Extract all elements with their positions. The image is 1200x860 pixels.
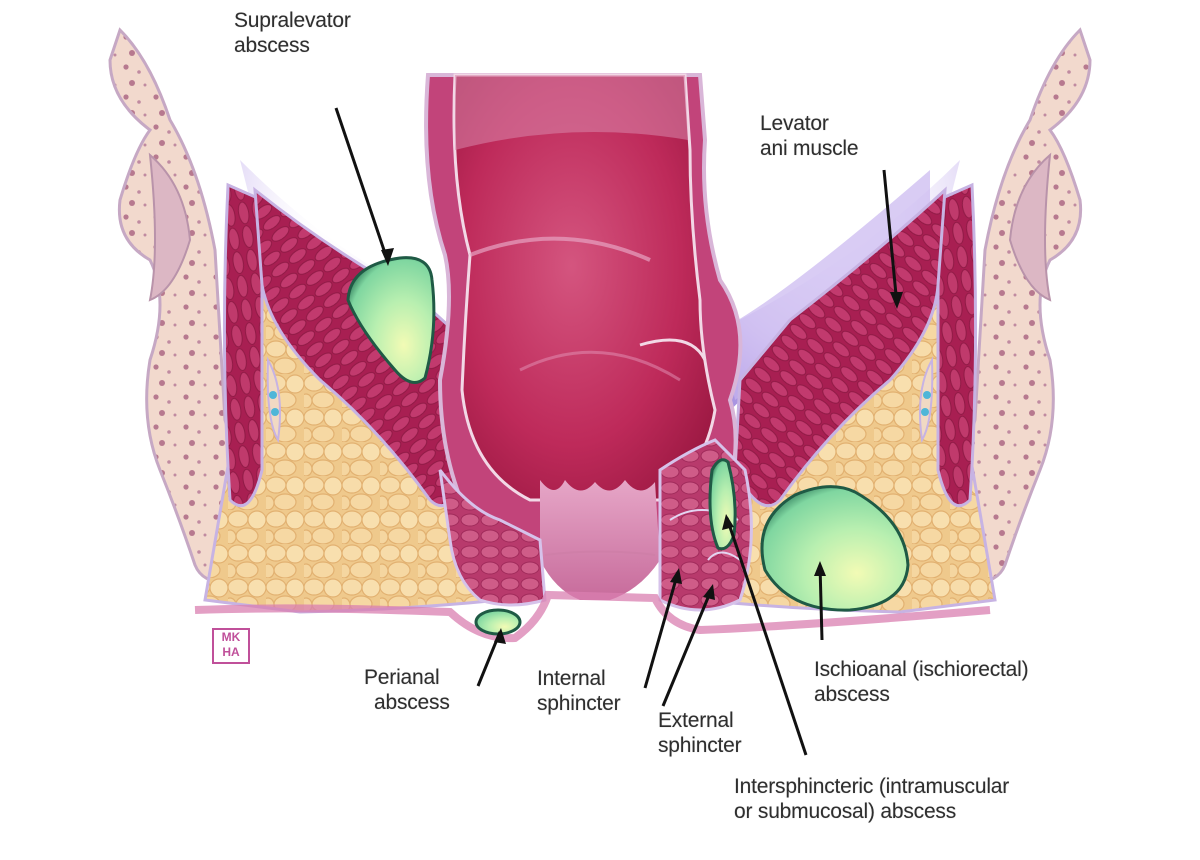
perineal-skin xyxy=(194,590,991,643)
label-line: Intersphincteric (intramuscular xyxy=(734,775,1010,798)
label-line: ani muscle xyxy=(760,137,859,160)
label-line: sphincter xyxy=(658,734,742,757)
ischioanal-abscess xyxy=(760,485,910,612)
label-perianal-abscess: Perianal abscess xyxy=(364,665,450,715)
pudendal-vessels xyxy=(266,356,934,443)
signature-bottom: HA xyxy=(222,645,240,659)
supralevator-abscess xyxy=(346,256,436,384)
label-ischioanal-abscess: Ischioanal (ischiorectal) abscess xyxy=(814,657,1029,707)
signature-top: MK xyxy=(221,630,241,644)
label-line: Perianal xyxy=(364,666,440,689)
label-supralevator-abscess: Supralevator abscess xyxy=(234,8,351,58)
left-obturator-muscle xyxy=(222,182,264,508)
artist-signature-logo: MK HA xyxy=(212,628,250,664)
right-obturator-muscle xyxy=(936,182,978,508)
leader-lines xyxy=(334,107,899,756)
label-line: Supralevator xyxy=(234,9,351,32)
label-line: sphincter xyxy=(537,692,621,715)
arrowheads xyxy=(381,248,903,644)
label-line: Ischioanal (ischiorectal) xyxy=(814,658,1029,681)
label-intersphincteric-abscess: Intersphincteric (intramuscular or submu… xyxy=(734,774,1009,824)
label-line: or submucosal) abscess xyxy=(734,800,957,823)
left-levator-ani xyxy=(253,186,472,508)
perianal-abscess xyxy=(474,608,522,636)
anal-canal xyxy=(540,480,660,600)
label-external-sphincter: External sphincter xyxy=(658,708,742,758)
label-line: abscess xyxy=(234,34,310,57)
label-levator-ani-muscle: Levator ani muscle xyxy=(760,111,859,161)
label-line: abscess xyxy=(374,691,450,714)
rectal-lumen xyxy=(452,73,717,502)
left-anal-sphincter xyxy=(438,469,547,607)
label-line: External xyxy=(658,709,734,732)
label-line: Internal xyxy=(537,667,606,690)
label-line: abscess xyxy=(814,683,890,706)
label-internal-sphincter: Internal sphincter xyxy=(537,666,621,716)
label-line: Levator xyxy=(760,112,829,135)
